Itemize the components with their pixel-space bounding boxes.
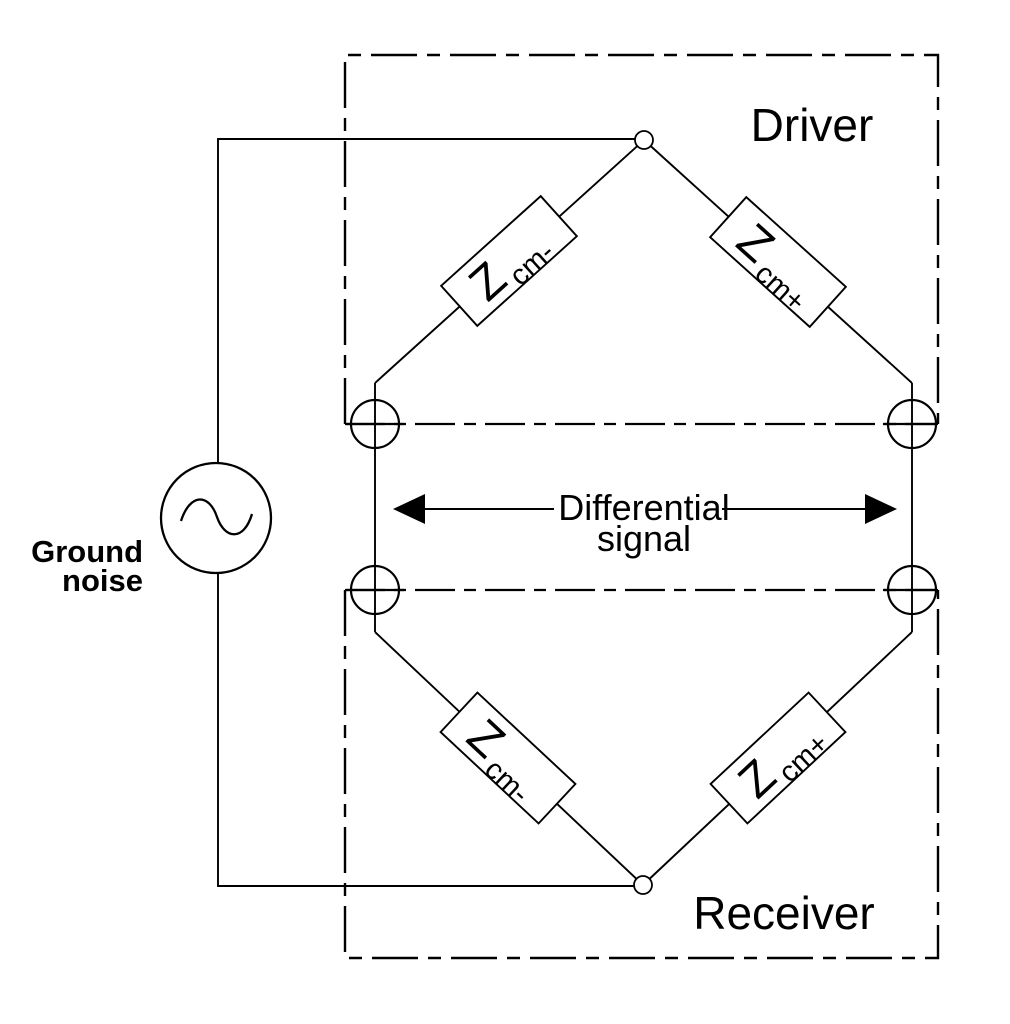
impedance-rect [439, 691, 577, 825]
terminal-icon-bottom-right [886, 564, 938, 616]
terminal-icon-bottom-left [349, 564, 401, 616]
impedance-box-receiver-minus: Z cm- [439, 691, 577, 825]
differential-signal-label-line2: signal [597, 518, 691, 559]
differential-signal-arrow [393, 494, 897, 524]
impedance-box-driver-plus: Z cm+ [708, 195, 848, 329]
differential-signal-label-line1: Differential [558, 487, 729, 528]
driver-label: Driver [751, 99, 874, 151]
arrowhead-right-icon [865, 494, 897, 524]
ground-noise-source [159, 461, 273, 575]
ground-noise-label: Ground noise [31, 534, 143, 598]
receiver-enclosure-border [343, 590, 940, 960]
differential-signal-label: Differential signal [558, 487, 729, 559]
driver-node-icon [634, 130, 654, 150]
terminal-icon-top-left [349, 398, 401, 450]
impedance-rect [708, 195, 848, 329]
receiver-node-icon [633, 875, 653, 895]
ground-noise-label-line1: Ground [31, 534, 143, 569]
driver-enclosure-border [343, 53, 940, 424]
sine-wave-icon [179, 498, 254, 536]
impedance-rect [439, 194, 579, 328]
ac-source-circle [159, 461, 273, 575]
receiver-label: Receiver [693, 887, 875, 939]
ground-wire-top [217, 138, 635, 463]
impedance-rect [709, 691, 847, 825]
terminal-icon-top-right [886, 398, 938, 450]
ground-wire-bottom [217, 573, 634, 887]
arrowhead-left-icon [393, 494, 425, 524]
impedance-box-receiver-plus: Z cm+ [709, 691, 847, 825]
ground-noise-label-line2: noise [62, 563, 143, 598]
